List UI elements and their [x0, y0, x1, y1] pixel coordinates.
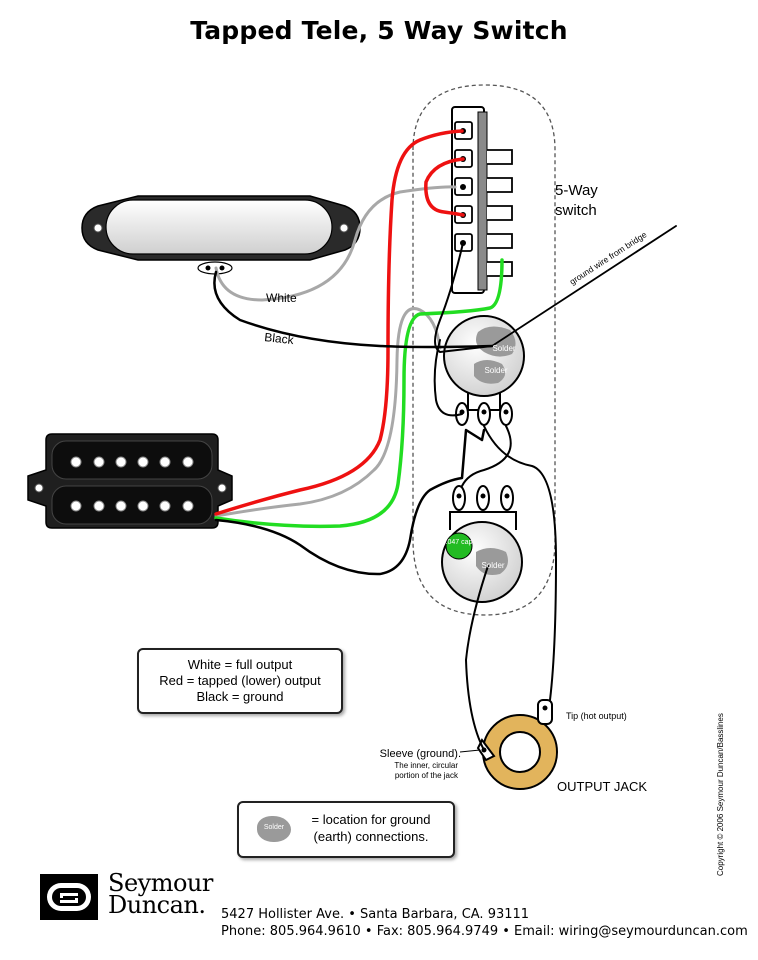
- seymour-duncan-logo: [40, 874, 98, 920]
- legend-white: White = full output: [187, 657, 293, 672]
- tip-label: Tip (hot output): [566, 711, 627, 721]
- legend-black: Black = ground: [196, 689, 284, 704]
- wire-red-jumper: [424, 157, 465, 217]
- solder-label-volume-top: Solder: [492, 344, 515, 353]
- volume-pot-lugs: [455, 402, 513, 426]
- wire-switch-to-volume: [434, 242, 493, 353]
- wire-red-bridge: [214, 129, 464, 516]
- tone-cap: [445, 532, 473, 560]
- volume-pot: [443, 315, 525, 426]
- wire-white-bridge: [214, 307, 442, 518]
- switch-label-line1: 5-Way: [555, 182, 598, 199]
- output-jack-label: OUTPUT JACK: [557, 779, 647, 794]
- cap-label: .047 cap: [446, 539, 473, 546]
- sleeve-label-line3: portion of the jack: [395, 771, 459, 780]
- white-wire-label: White: [266, 291, 297, 305]
- wire-color-legend: White = full output Red = tapped (lower)…: [137, 648, 343, 714]
- ground-wire-label: ground wire from bridge: [568, 229, 649, 286]
- solder-blob-tone: [476, 548, 508, 575]
- solder-label-volume-lower: Solder: [484, 366, 507, 375]
- copyright: Copyright © 2006 Seymour Duncan/Bassline…: [716, 713, 725, 876]
- legend-red: Red = tapped (lower) output: [159, 673, 321, 688]
- wires: [213, 129, 677, 751]
- switch-label-line2: switch: [555, 202, 597, 219]
- wire-volume-to-tone: [461, 425, 512, 487]
- contact-info: 5427 Hollister Ave. • Santa Barbara, CA.…: [221, 906, 748, 940]
- switch-lugs-right: [487, 149, 513, 277]
- solder-blob-volume-top: [476, 326, 516, 357]
- solder-note-text: = location for ground (earth) connection…: [311, 812, 431, 844]
- wire-volume-ground-loop: [433, 339, 463, 417]
- wire-green-bridge: [214, 258, 504, 529]
- solder-label-tone: Solder: [481, 561, 504, 570]
- solder-blob-icon: Solder: [257, 816, 291, 842]
- address: 5427 Hollister Ave. • Santa Barbara, CA.…: [221, 907, 530, 922]
- wire-tone-ground-to-jack: [465, 565, 489, 751]
- wire-black-neck: [213, 270, 494, 349]
- wire-white-neck: [214, 185, 457, 302]
- wire-volume-wiper-to-jack: [483, 425, 557, 701]
- sleeve-label-line2: The inner, circular: [394, 761, 458, 770]
- brand-name: Seymour Duncan.: [108, 869, 213, 919]
- wire-black-bridge: [214, 428, 486, 576]
- black-wire-label: Black: [264, 330, 296, 347]
- sleeve-label-line1: Sleeve (ground).: [380, 748, 461, 760]
- solder-blob-volume-lower: [474, 360, 506, 384]
- solder-note: Solder = location for ground (earth) con…: [237, 801, 455, 858]
- contact-line: Phone: 805.964.9610 • Fax: 805.964.9749 …: [221, 924, 748, 939]
- output-jack: [476, 699, 558, 790]
- single-coil-pickup: [81, 195, 361, 275]
- tone-pot: [441, 485, 523, 603]
- humbucker-pickup: [27, 433, 233, 529]
- diagram-title: Tapped Tele, 5 Way Switch: [190, 16, 568, 45]
- wire-bridge-ground: [491, 225, 677, 347]
